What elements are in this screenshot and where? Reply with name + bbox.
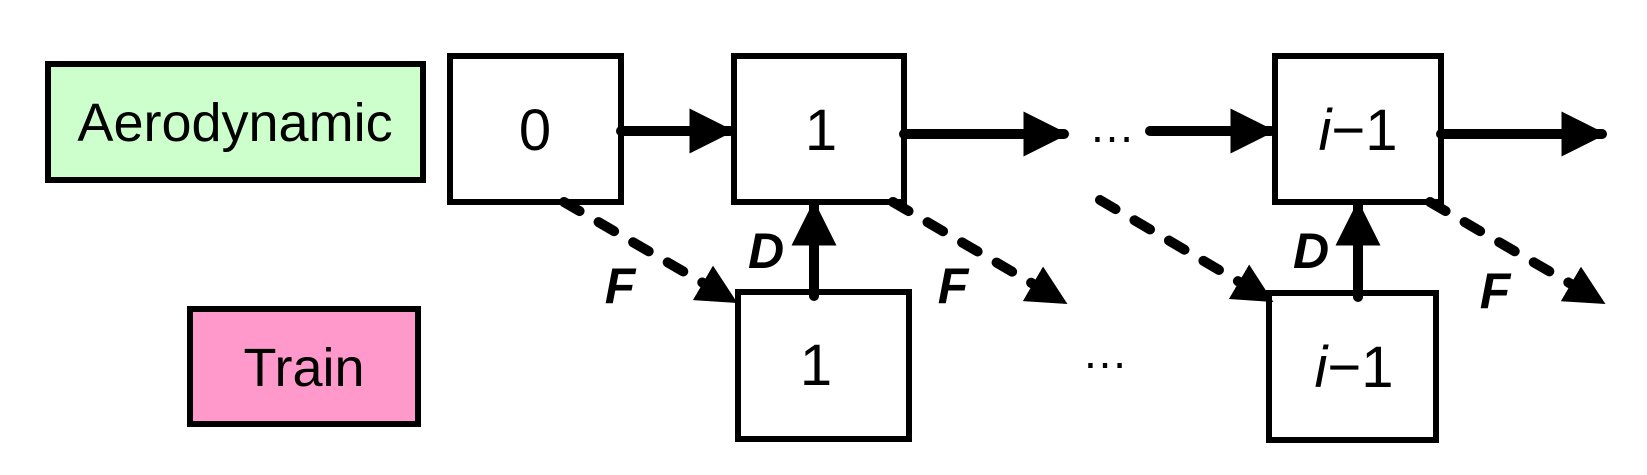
legend-train-box [187,306,421,427]
train-node-1-box [735,289,912,442]
edge-label-force: F [605,258,637,314]
aero-node-1: 1 [731,53,907,205]
aero-node-1-label: 1 [805,98,837,163]
arrow-force-i-minus-1-to-next [1425,197,1607,307]
edge-label-force: F [938,258,970,314]
legend-aerodynamic-box [45,61,426,183]
aero-node-0: 0 [447,53,624,205]
edge-label-drag: D [748,223,784,279]
aero-node-0-box [447,53,624,205]
index-variable: i [1314,335,1329,400]
aero-node-i-minus-1: i−1 [1272,53,1444,205]
edge-label-drag: D [1293,223,1329,279]
ellipsis-top: … [1089,100,1135,152]
arrow-force-0-to-train-1 [559,197,739,306]
ellipsis-bottom: … [1082,326,1128,378]
aero-node-0-label: 0 [519,98,551,163]
legend-train: Train [187,306,421,427]
train-node-1: 1 [735,289,912,442]
train-node-i-minus-1: i−1 [1266,290,1439,443]
train-node-1-label: 1 [800,333,832,398]
index-variable: i [1318,98,1333,163]
aero-node-i-minus-1-label: i−1 [1318,98,1397,163]
edge-label-force: F [1480,263,1512,319]
legend-aerodynamic: Aerodynamic [45,61,426,183]
index-offset: −1 [1327,335,1393,400]
arrow-force-1-to-next [888,197,1069,307]
legend-aerodynamic-label: Aerodynamic [77,93,392,153]
index-offset: −1 [1331,98,1397,163]
arrow-force-prev-to-train-i-minus-1 [1095,195,1275,305]
legend-train-label: Train [243,338,364,398]
train-node-i-minus-1-label: i−1 [1314,335,1393,400]
train-node-i-minus-1-box [1266,290,1439,443]
